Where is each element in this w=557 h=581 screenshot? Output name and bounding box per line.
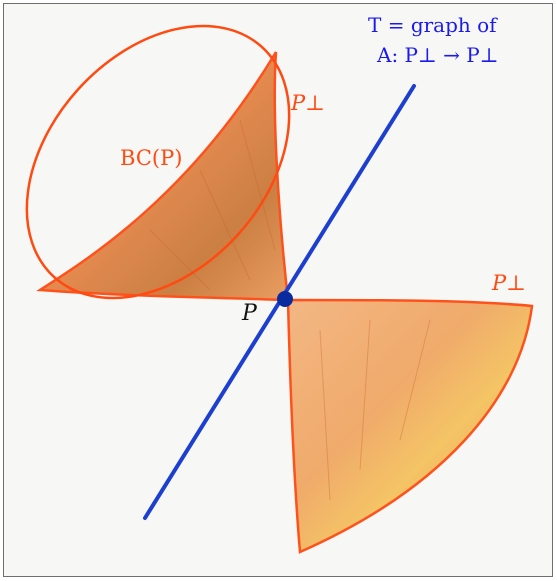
graph-caption-line1: T = graph of [368, 15, 497, 35]
bc-p-label: BC(P) [120, 148, 182, 169]
p-perp-right-label: P⊥ [492, 273, 526, 294]
p-perp-top-label: P⊥ [291, 93, 325, 114]
point-p-label: P [242, 303, 257, 325]
point-p-dot [277, 291, 293, 307]
graph-caption-line2: A: P⊥ → P⊥ [377, 45, 499, 65]
lower-cone-body [288, 300, 532, 552]
